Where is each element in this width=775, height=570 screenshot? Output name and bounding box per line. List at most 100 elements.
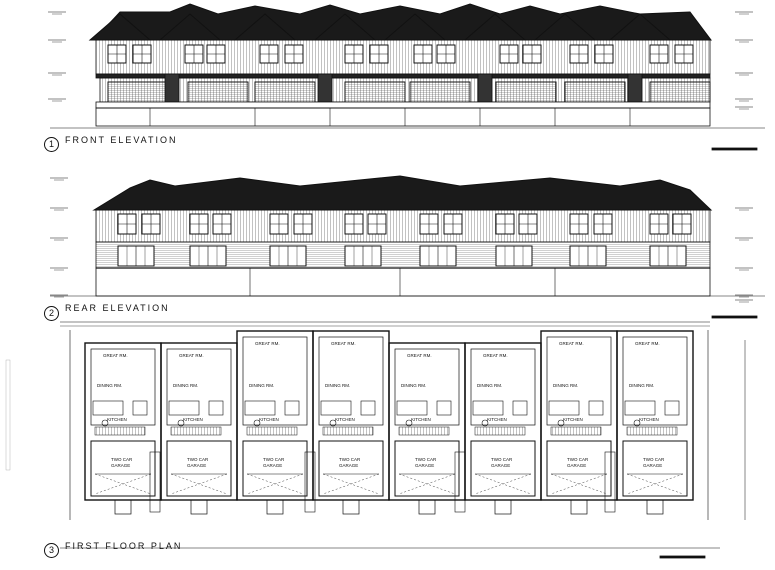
- garage-door-swing: [246, 473, 304, 495]
- kitchen-counter: [92, 400, 124, 416]
- entry-stoop: [570, 499, 588, 515]
- entry-stoop: [190, 499, 208, 515]
- rear-foundation: [95, 267, 711, 297]
- living-area: [166, 348, 232, 426]
- room-label-garage-line2: GARAGE: [643, 463, 663, 468]
- living-area: [394, 348, 460, 426]
- room-label-garage-line1: TWO CAR: [643, 457, 665, 462]
- room-label-great-room: GREAT RM.: [103, 353, 128, 358]
- garage-door-swing: [550, 473, 608, 495]
- plan-scale-bar: [659, 555, 706, 559]
- island: [664, 400, 680, 416]
- room-label-great-room: GREAT RM.: [559, 341, 584, 346]
- garage-door-swing: [474, 473, 532, 495]
- living-area: [90, 348, 156, 426]
- garage-door-swing: [170, 473, 228, 495]
- front-garage-door: [409, 81, 471, 103]
- front-garage-door: [344, 81, 406, 103]
- front-foundation: [95, 107, 711, 127]
- front-garage-door: [564, 81, 626, 103]
- island: [208, 400, 224, 416]
- island: [436, 400, 452, 416]
- garage-door-swing: [626, 473, 684, 495]
- room-label-garage-line2: GARAGE: [111, 463, 131, 468]
- room-label-kitchen: KITCHEN: [259, 417, 279, 422]
- rear-scale-bar: [711, 315, 758, 319]
- unit-plan: [312, 330, 390, 515]
- kitchen-counter: [548, 400, 580, 416]
- kitchen-counter: [244, 400, 276, 416]
- floor-plan-title: FIRST FLOOR PLAN: [65, 541, 183, 551]
- room-label-great-room: GREAT RM.: [179, 353, 204, 358]
- room-label-dining-room: DINING RM.: [401, 383, 427, 388]
- front-scale-bar: [711, 147, 758, 151]
- room-label-kitchen: KITCHEN: [335, 417, 355, 422]
- toilet: [481, 419, 489, 427]
- walkway: [604, 451, 616, 513]
- stair: [398, 426, 450, 436]
- living-area: [470, 348, 536, 426]
- garage: [394, 440, 460, 497]
- garage: [242, 440, 308, 497]
- entry-stoop: [418, 499, 436, 515]
- front-garage-door: [495, 81, 557, 103]
- unit-plan: [464, 342, 542, 515]
- kitchen-counter: [320, 400, 352, 416]
- front-garage-door: [187, 81, 249, 103]
- room-label-kitchen: KITCHEN: [183, 417, 203, 422]
- room-label-dining-room: DINING RM.: [249, 383, 275, 388]
- unit-plan: [540, 330, 618, 515]
- kitchen-counter: [472, 400, 504, 416]
- rear-roof: [92, 175, 713, 211]
- front-entry-door: [627, 73, 643, 103]
- island: [284, 400, 300, 416]
- front-garage-door: [649, 81, 711, 103]
- room-label-great-room: GREAT RM.: [483, 353, 508, 358]
- kitchen-counter: [168, 400, 200, 416]
- room-label-dining-room: DINING RM.: [325, 383, 351, 388]
- room-label-dining-room: DINING RM.: [553, 383, 579, 388]
- front-entry-door: [477, 73, 493, 103]
- room-label-garage-line2: GARAGE: [415, 463, 435, 468]
- room-label-dining-room: DINING RM.: [629, 383, 655, 388]
- room-label-dining-room: DINING RM.: [477, 383, 503, 388]
- island: [588, 400, 604, 416]
- island: [512, 400, 528, 416]
- room-label-great-room: GREAT RM.: [407, 353, 432, 358]
- unit-plan: [616, 330, 694, 515]
- rear-elevation: [50, 175, 765, 319]
- rear-elevation-title: REAR ELEVATION: [65, 303, 170, 313]
- room-label-garage-line1: TWO CAR: [111, 457, 133, 462]
- sheet-edge-note: [5, 359, 11, 471]
- entry-stoop: [494, 499, 512, 515]
- garage: [318, 440, 384, 497]
- entry-stoop: [114, 499, 132, 515]
- rear-lower-wall: [95, 241, 711, 269]
- room-label-garage-line2: GARAGE: [491, 463, 511, 468]
- garage: [622, 440, 688, 497]
- room-label-great-room: GREAT RM.: [331, 341, 356, 346]
- front-elevation-title: FRONT ELEVATION: [65, 135, 178, 145]
- entry-stoop: [266, 499, 284, 515]
- stair: [322, 426, 374, 436]
- stair: [550, 426, 602, 436]
- entry-stoop: [342, 499, 360, 515]
- room-label-great-room: GREAT RM.: [635, 341, 660, 346]
- room-label-kitchen: KITCHEN: [107, 417, 127, 422]
- toilet: [177, 419, 185, 427]
- toilet: [329, 419, 337, 427]
- front-garage-door: [254, 81, 316, 103]
- room-label-garage-line1: TWO CAR: [187, 457, 209, 462]
- front-entry-door: [164, 73, 180, 103]
- kitchen-counter: [624, 400, 656, 416]
- garage-door-swing: [94, 473, 152, 495]
- room-label-kitchen: KITCHEN: [639, 417, 659, 422]
- toilet: [633, 419, 641, 427]
- front-band: [95, 73, 711, 79]
- room-label-garage-line2: GARAGE: [567, 463, 587, 468]
- walkway: [454, 451, 466, 513]
- island: [360, 400, 376, 416]
- kitchen-counter: [396, 400, 428, 416]
